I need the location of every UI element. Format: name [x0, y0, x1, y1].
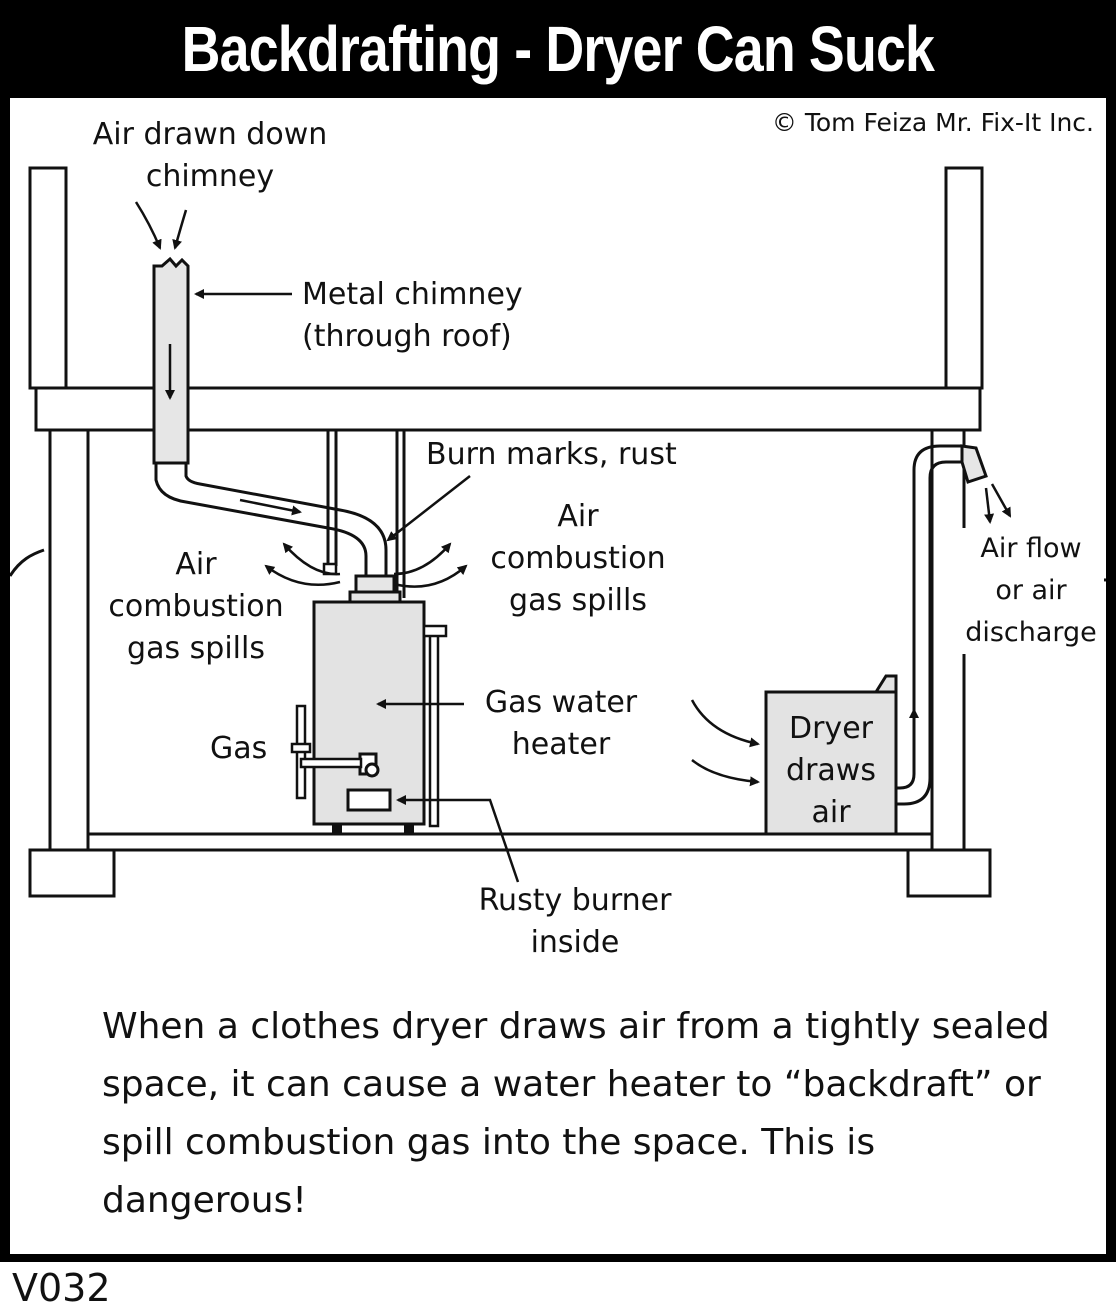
label-rusty-burner: Rusty burner inside — [478, 883, 672, 960]
illustration-panel: © Tom Feiza Mr. Fix-It Inc. Air drawn do… — [10, 98, 1106, 1254]
caption: When a clothes dryer draws air from a ti… — [102, 1006, 1050, 1221]
page-title: Backdrafting - Dryer Can Suck — [181, 13, 935, 85]
figure-code: V032 — [12, 1266, 111, 1310]
water-heater-foot-right — [404, 824, 414, 834]
dryer-body — [764, 690, 898, 836]
floor-joist — [34, 386, 982, 432]
dryer-control-panel — [873, 674, 898, 694]
arrow-air-down-2 — [172, 209, 188, 250]
arrow-spill-left-1 — [282, 542, 341, 576]
arrow-discharge-1 — [984, 487, 995, 524]
label-metal-chimney: Metal chimney (through roof) — [302, 277, 523, 354]
arrow-discharge-2 — [990, 483, 1012, 518]
label-dryer: Dryer draws air — [786, 711, 876, 830]
relief-valve — [422, 624, 448, 638]
label-gas: Gas — [210, 731, 268, 766]
footing-right — [906, 848, 992, 898]
arrow-rusty-burner — [396, 795, 520, 883]
arrow-spill-right-1 — [393, 542, 452, 576]
arrow-air-down-1 — [134, 201, 162, 250]
gas-pipe-horizontal — [299, 757, 363, 769]
arrow-dryer-intake-1 — [690, 699, 760, 748]
label-spills-left: Air combustion gas spills — [108, 547, 284, 666]
draft-hood — [354, 574, 396, 594]
relief-pipe — [428, 630, 440, 828]
gas-control-knob — [364, 762, 380, 778]
arrow-spill-left-2 — [264, 564, 341, 587]
basement-post-left — [48, 428, 90, 852]
wall-stud-left-upper — [28, 166, 68, 390]
page-frame: Backdrafting - Dryer Can Suck — [0, 0, 1116, 1262]
backdraft-diagram — [10, 166, 1106, 898]
water-heater-foot-left — [332, 824, 342, 834]
dryer-duct-outer — [896, 460, 962, 806]
flue-pipe-inner — [184, 463, 388, 576]
title-bar: Backdrafting - Dryer Can Suck — [0, 0, 1116, 98]
arrow-dryer-intake-2 — [691, 759, 760, 787]
copyright-notice: © Tom Feiza Mr. Fix-It Inc. — [771, 108, 1094, 137]
arrow-spill-right-2 — [393, 564, 468, 588]
label-gas-water-heater: Gas water heater — [484, 685, 638, 762]
grade-line-left — [10, 548, 45, 577]
label-air-drawn-down: Air drawn down chimney — [92, 117, 328, 194]
water-heater-tank — [312, 600, 426, 826]
flue-pipe-outer — [154, 463, 368, 576]
dryer-vent-hood — [960, 444, 988, 484]
arrow-burn-marks — [386, 475, 471, 542]
burner-access-panel — [346, 788, 392, 812]
label-air-flow: Air flow or air discharge — [958, 528, 1104, 654]
label-spills-right: Air combustion gas spills — [490, 499, 666, 618]
footing-left — [28, 848, 116, 898]
wall-stud-right-upper — [944, 166, 984, 390]
dryer-duct-inner — [896, 444, 962, 790]
basement-floor — [86, 832, 934, 852]
label-burn-marks: Burn marks, rust — [426, 437, 677, 472]
arrow-flue-flow — [239, 498, 302, 516]
gas-shutoff — [290, 742, 312, 754]
